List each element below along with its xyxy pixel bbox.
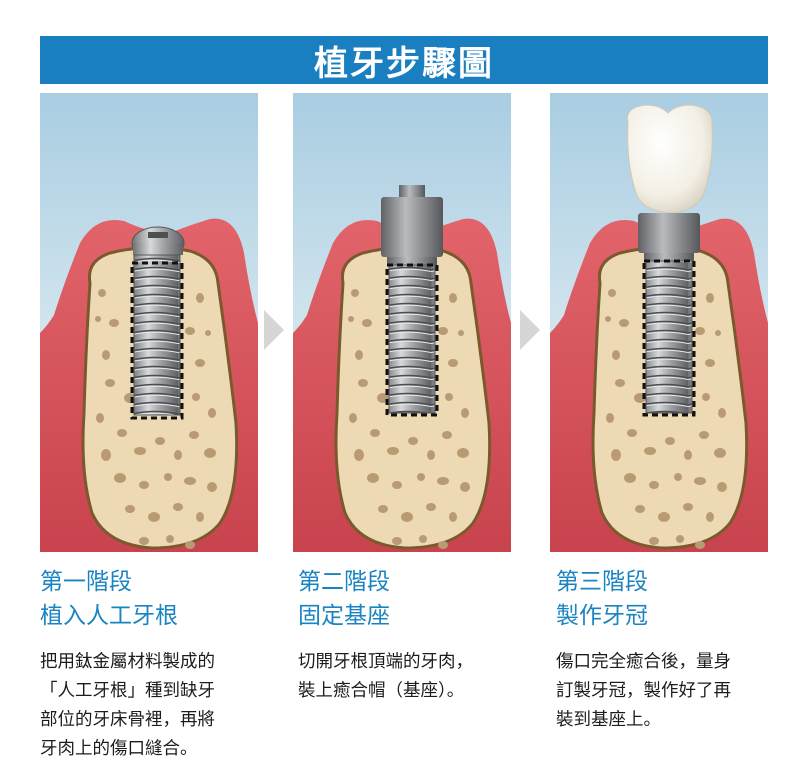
stage-1-description: 把用鈦金屬材料製成的 「人工牙根」種到缺牙 部位的牙床骨裡，再將 牙肉上的傷口縫… (40, 652, 215, 759)
stage-2-illustration (293, 93, 511, 552)
chevron-right-icon (520, 310, 540, 350)
stage-3-description: 傷口完全癒合後，量身 訂製牙冠，製作好了再 裝到基座上。 (556, 652, 731, 730)
stage-1-illustration (40, 93, 258, 552)
chevron-right-icon (264, 310, 284, 350)
stage-2-description: 切開牙根頂端的牙肉， 裝上癒合帽（基座）。 (298, 652, 473, 701)
stage-2-subtitle: 固定基座 (298, 603, 390, 629)
stage-1-subtitle: 植入人工牙根 (40, 603, 178, 629)
stage-1-heading: 第一階段 (40, 569, 132, 595)
stage-2-heading: 第二階段 (298, 569, 390, 595)
diagram-title: 植牙步驟圖 (314, 43, 494, 84)
stage-3-illustration (550, 93, 768, 552)
title-bar: 植牙步驟圖 (40, 36, 768, 84)
stage-3-heading: 第三階段 (556, 569, 648, 595)
stage-3-subtitle: 製作牙冠 (556, 603, 648, 629)
